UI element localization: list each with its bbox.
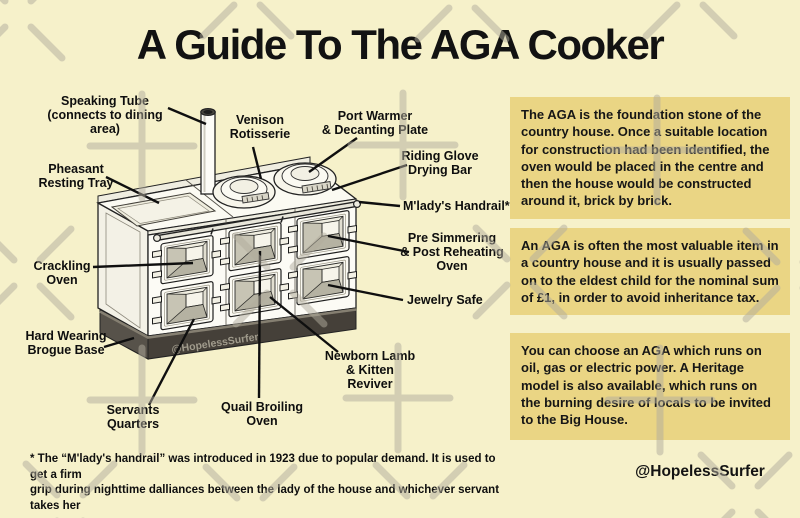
- cooker-body: @HopelessSurfer: [96, 107, 362, 360]
- diagram-label-servants: Servants Quarters: [106, 403, 160, 431]
- info-box-power: You can choose an AGA which runs on oil,…: [510, 333, 790, 440]
- diagram-label-riding-glove: Riding Glove Drying Bar: [401, 149, 479, 177]
- riding-glove-bar-shape: [301, 180, 332, 194]
- info-box-inheritance: An AGA is often the most valuable item i…: [510, 228, 790, 316]
- page-title: A Guide To The AGA Cooker: [136, 21, 665, 68]
- leader-line-venison: [251, 146, 263, 180]
- leader-line-port-warmer: [308, 137, 358, 173]
- diagram-label-venison: Venison Rotisserie: [229, 113, 291, 141]
- credit-handle: @HopelessSurfer: [635, 463, 765, 480]
- handrail-footnote: * The “M'lady's handrail” was introduced…: [30, 453, 500, 512]
- info-box-foundation: The AGA is the foundation stone of the c…: [510, 97, 790, 219]
- speaking-tube-pipe: [200, 107, 216, 195]
- diagram-label-jewelry-safe: Jewelry Safe: [407, 293, 483, 307]
- leader-line-crackling: [92, 261, 194, 269]
- diagram-label-mladys-handrail: M'lady's Handrail*: [403, 199, 510, 213]
- leader-line-pre-simmering: [327, 234, 410, 254]
- diagram-label-port-warmer: Port Warmer & Decanting Plate: [321, 109, 429, 137]
- handrail-shape: [153, 200, 362, 243]
- hotplate-right: [273, 162, 337, 196]
- leader-line-speaking-tube: [167, 106, 207, 126]
- diagram-label-crackling: Crackling Oven: [33, 259, 91, 287]
- diagram-label-pre-simmering: Pre Simmering & Post Reheating Oven: [400, 231, 504, 273]
- leader-line-quail: [257, 250, 262, 399]
- diagram-label-pheasant-tray: Pheasant Resting Tray: [38, 162, 114, 190]
- diagram-label-newborn: Newborn Lamb & Kitten Reviver: [324, 349, 416, 391]
- hotplate-left: [212, 175, 276, 209]
- leader-line-jewelry: [327, 283, 404, 302]
- diagram-label-quail: Quail Broiling Oven: [221, 400, 303, 428]
- diagram-label-speaking-tube: Speaking Tube (connects to dining area): [47, 94, 163, 136]
- leader-line-mlady: [358, 200, 401, 208]
- diagram-label-brogue-base: Hard Wearing Brogue Base: [25, 329, 107, 357]
